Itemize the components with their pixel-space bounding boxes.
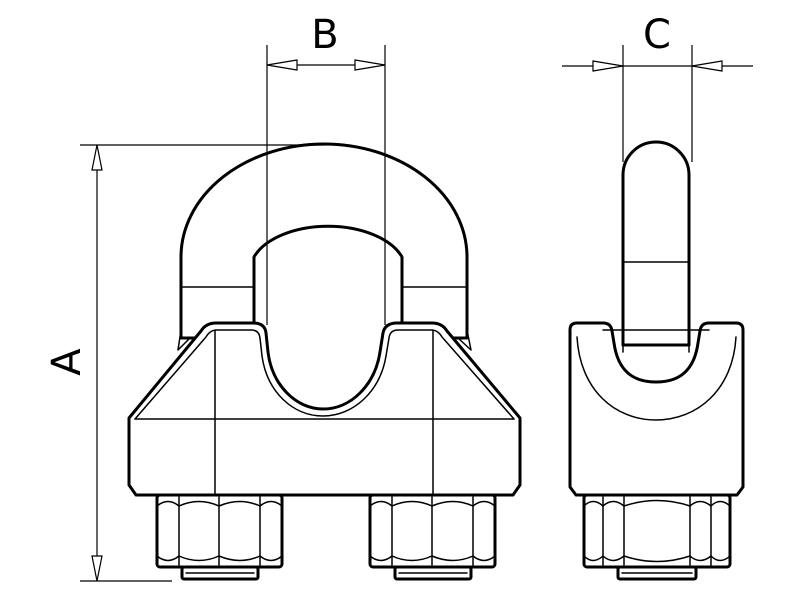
dimension-a-arrow-top <box>91 144 103 171</box>
hex-nut-side <box>582 493 732 581</box>
hex-nut-right <box>368 493 497 581</box>
bolt-stub-left <box>177 329 191 351</box>
hex-nut-left <box>155 493 284 581</box>
dimension-c: C <box>562 12 753 162</box>
front-view <box>127 142 522 581</box>
dimension-b-arrow-right <box>354 59 386 71</box>
dimension-c-arrow-right <box>691 60 723 72</box>
saddle-inner-outline <box>134 329 515 420</box>
dimension-b: B <box>266 12 386 325</box>
bolt-stub-right <box>457 329 472 351</box>
side-saddle <box>568 321 745 497</box>
bolt-shank <box>621 140 691 347</box>
dimension-a-label: A <box>44 348 90 376</box>
side-saddle-inner-curve <box>576 336 737 421</box>
u-bolt <box>179 142 469 340</box>
dimension-a: A <box>44 144 326 582</box>
dimension-c-arrow-left <box>592 60 624 72</box>
side-view <box>568 140 745 581</box>
dimension-b-arrow-left <box>266 59 298 71</box>
saddle-body <box>127 321 522 497</box>
dimension-c-label: C <box>643 12 671 58</box>
dimension-b-label: B <box>311 12 338 58</box>
dimension-a-arrow-bottom <box>91 555 103 582</box>
